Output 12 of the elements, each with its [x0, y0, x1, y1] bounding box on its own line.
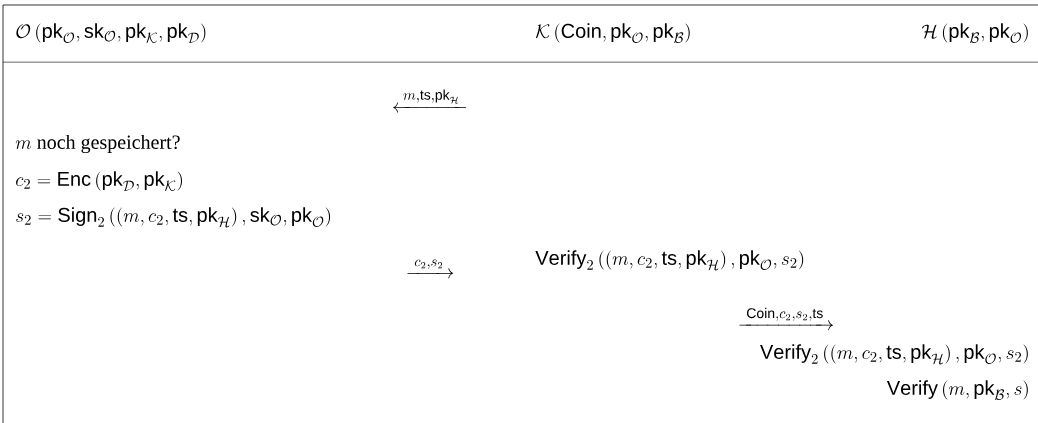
verification-step: $\mathsf{Verify}_2\left(\left(m, c_2, \mathsf{ts}, \mathsf{pk}_{\mathcal{H}}\right), \mathsf{pk}_{\mathcal{O}}, s_2\right)$	[535, 250, 804, 271]
message-arrow: $\xrightarrow{\;c_2, s_2\;}$	[407, 259, 454, 279]
party-heading: $\mathcal{K}\left(\mathsf{Coin}, \mathsf{pk}_{\mathcal{O}}, \mathsf{pk}_{\mathcal{B}}\right)$	[535, 23, 690, 43]
computation-step: $c_2 = \mathsf{Enc}\left(\mathsf{pk}_{\mathcal{D}}, \mathsf{pk}_{\mathcal{K}}\right)$	[16, 171, 182, 191]
computation-step: $m \text{ noch gespeichert?}$	[15, 134, 180, 154]
party-heading: $\mathcal{O}\left(\mathsf{pk}_{\mathcal{O}}, \mathsf{sk}_{\mathcal{O}}, \mathsf{pk}_{\mathcal{K}}, \mathsf{pk}_{\mathcal{D}}\right)$	[16, 23, 206, 43]
message-arrow: $\xleftarrow{\;m, \mathsf{ts}, \mathsf{pk}_{\mathcal{H}}\;}$	[393, 89, 467, 113]
verification-step: $\mathsf{Verify}_2\left(\left(m, c_2, \mathsf{ts}, \mathsf{pk}_{\mathcal{H}}\right), \mathsf{pk}_{\mathcal{O}}, s_2\right)$	[760, 344, 1028, 365]
party-heading: $\mathcal{H}\left(\mathsf{pk}_{\mathcal{B}}, \mathsf{pk}_{\mathcal{O}}\right)$	[921, 23, 1028, 43]
message-arrow: $\xrightarrow{\;\mathsf{Coin}, c_2, s_2, \mathsf{ts}\;}$	[739, 307, 833, 331]
computation-step: $s_2 = \mathsf{Sign}_2\left(\left(m, c_2, \mathsf{ts}, \mathsf{pk}_{\mathcal{H}}\right), \mathsf{sk}_{\mathcal{O}}, \mathsf{pk}_{\mathcal{O}}\right)$	[16, 207, 331, 228]
verification-step: $\mathsf{Verify}\left(m, \mathsf{pk}_{\mathcal{B}}, s\right)$	[886, 380, 1028, 400]
